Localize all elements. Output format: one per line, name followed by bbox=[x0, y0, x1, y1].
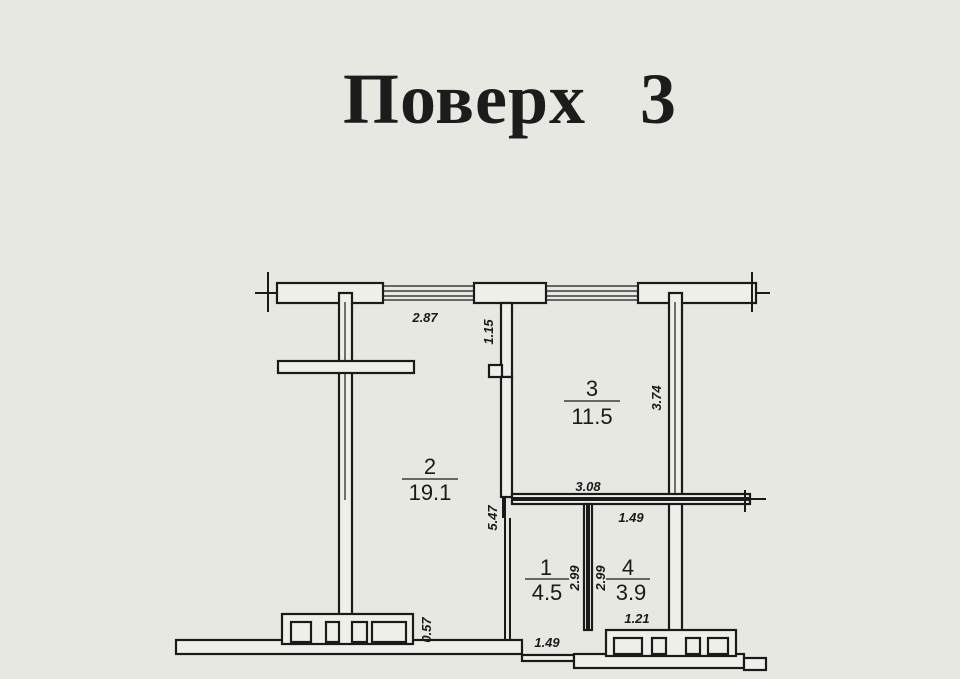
top-exterior-wall bbox=[255, 272, 770, 312]
room-area: 11.5 bbox=[571, 404, 612, 429]
room-number: 3 bbox=[586, 376, 598, 401]
right-partition-wall bbox=[667, 291, 684, 635]
room-3-label: 3 11.5 bbox=[564, 376, 620, 429]
dimension-label: 5.47 bbox=[485, 505, 500, 531]
left-partition-wall bbox=[276, 291, 416, 625]
dimension-label: 1.21 bbox=[624, 611, 649, 626]
central-partition-wall bbox=[487, 301, 514, 650]
bathroom-divider-wall bbox=[582, 502, 594, 632]
dimension-label: 3.08 bbox=[575, 479, 601, 494]
dimension-label: 2.87 bbox=[411, 310, 438, 325]
room-number: 2 bbox=[424, 454, 436, 479]
room-1-label: 1 4.5 bbox=[525, 555, 569, 605]
floor-title: Поверх 3 bbox=[0, 58, 960, 141]
dimension-label: 1.49 bbox=[534, 635, 560, 650]
dimension-label: 2.99 bbox=[593, 565, 608, 592]
bottom-exterior-wall bbox=[174, 612, 768, 672]
bathroom-top-wall bbox=[510, 490, 766, 512]
dimension-label: 1.15 bbox=[481, 319, 496, 345]
room-area: 4.5 bbox=[532, 580, 563, 605]
room-4-label: 4 3.9 bbox=[606, 555, 650, 605]
floor-title-word: Поверх bbox=[342, 59, 587, 139]
room-area: 19.1 bbox=[409, 480, 452, 505]
room-number: 1 bbox=[540, 555, 552, 580]
floor-number: 3 bbox=[640, 59, 678, 139]
room-area: 3.9 bbox=[616, 580, 647, 605]
dimension-label: 2.99 bbox=[567, 565, 582, 592]
room-number: 4 bbox=[622, 555, 634, 580]
dimension-label: 3.74 bbox=[649, 385, 664, 411]
dimension-label: 1.49 bbox=[618, 510, 644, 525]
dimension-label: 0.57 bbox=[419, 617, 434, 643]
room-2-label: 2 19.1 bbox=[402, 454, 458, 505]
